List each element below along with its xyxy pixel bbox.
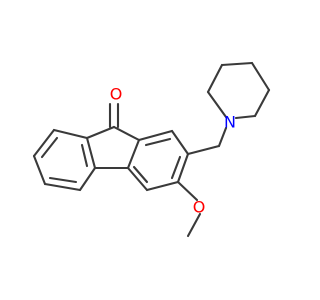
methoxy-oxygen-label: O <box>193 198 206 217</box>
bond-c1-c2 <box>32 128 56 158</box>
bond-c6-c5 <box>145 180 180 192</box>
bond-c7-ch2 <box>186 144 221 156</box>
bond-ch2-n <box>217 126 228 148</box>
bond-right-inner-1 <box>144 137 172 147</box>
bond-c2-c3 <box>32 154 47 186</box>
bond-c8a-c8 <box>137 129 174 142</box>
bond-c6-o <box>176 180 199 202</box>
bond-ring-right-n <box>234 114 257 120</box>
bond-c3-c4 <box>43 182 82 192</box>
bond-ring-left-top <box>206 63 224 94</box>
bond-c8-c7 <box>170 129 190 156</box>
bond-right-inner-2 <box>170 155 182 180</box>
bond-left-inner-2 <box>48 176 78 184</box>
bond-c9a-c4b <box>85 136 97 170</box>
bond-ring-right <box>253 88 271 118</box>
piperidine-nitrogen-label: N <box>224 113 236 132</box>
bond-layer <box>32 61 271 238</box>
bond-n-ring-left <box>206 90 228 119</box>
bond-ring-top-right <box>250 61 271 92</box>
bond-o-ch3 <box>186 212 202 238</box>
bond-left-inner-3 <box>80 143 89 168</box>
bond-right-inner-3 <box>132 165 149 184</box>
bond-ring-top <box>220 61 254 67</box>
bond-c4-c4b <box>78 166 97 192</box>
carbonyl-oxygen-label: O <box>110 85 123 104</box>
bond-left-inner-1 <box>40 136 59 159</box>
molecule-structure: O N O <box>32 61 271 238</box>
bond-c5-c4a <box>126 166 149 192</box>
atom-label-layer: O N O <box>110 85 236 217</box>
bond-c7-c6 <box>176 152 190 184</box>
bond-c9-c8a <box>112 125 141 142</box>
bond-c9-c9a <box>85 125 116 140</box>
bond-c9a-c1 <box>52 128 89 140</box>
bond-c8a-c4a <box>126 138 141 170</box>
